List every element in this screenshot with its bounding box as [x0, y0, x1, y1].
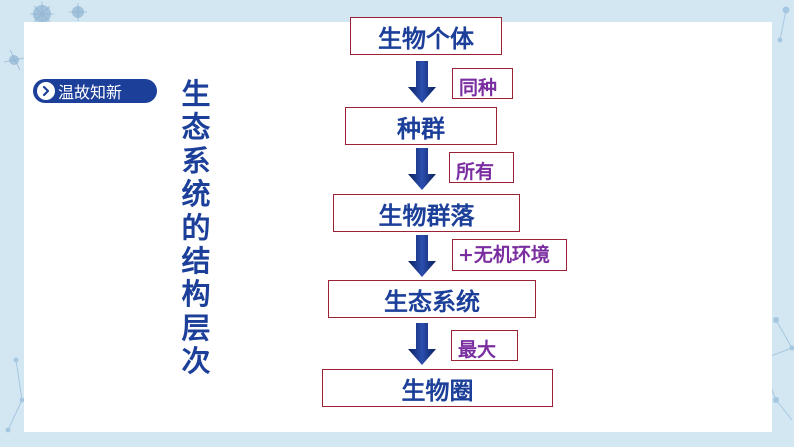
level-box-ecosystem: 生态系统: [328, 280, 536, 318]
down-arrow-icon: [408, 61, 436, 103]
down-arrow-icon: [408, 235, 436, 277]
connector-tag-same-species: 同种: [452, 68, 513, 99]
connector-tag-abiotic: +无机环境: [452, 239, 567, 271]
connector-label: 所有: [456, 161, 495, 183]
connector-tag-largest: 最大: [451, 330, 518, 361]
connector-tag-all: 所有: [449, 152, 514, 183]
title-char: 生: [181, 77, 211, 111]
level-box-biosphere: 生物圈: [322, 369, 553, 407]
connector-label: 最大: [458, 339, 497, 361]
title-char: 层: [181, 310, 211, 345]
chevron-right-icon: [37, 82, 55, 100]
level-box-population: 种群: [345, 107, 497, 145]
level-box-community: 生物群落: [333, 194, 520, 232]
down-arrow-icon: [408, 148, 436, 190]
section-badge: 温故知新: [33, 79, 157, 103]
down-arrow-icon: [408, 323, 436, 365]
vertical-title: 生 态 系 统 的 结 构 层 次: [179, 77, 213, 379]
connector-label: 同种: [459, 77, 498, 99]
title-char: 态: [181, 110, 211, 145]
level-box-individual: 生物个体: [350, 17, 502, 55]
title-char: 结: [181, 244, 211, 279]
title-char: 统: [181, 177, 211, 212]
connector-label: +无机环境: [458, 244, 550, 266]
title-char: 的: [181, 210, 211, 245]
title-char: 系: [181, 143, 211, 178]
title-char: 次: [181, 344, 211, 379]
badge-label: 温故知新: [58, 83, 123, 102]
title-char: 构: [181, 277, 211, 312]
